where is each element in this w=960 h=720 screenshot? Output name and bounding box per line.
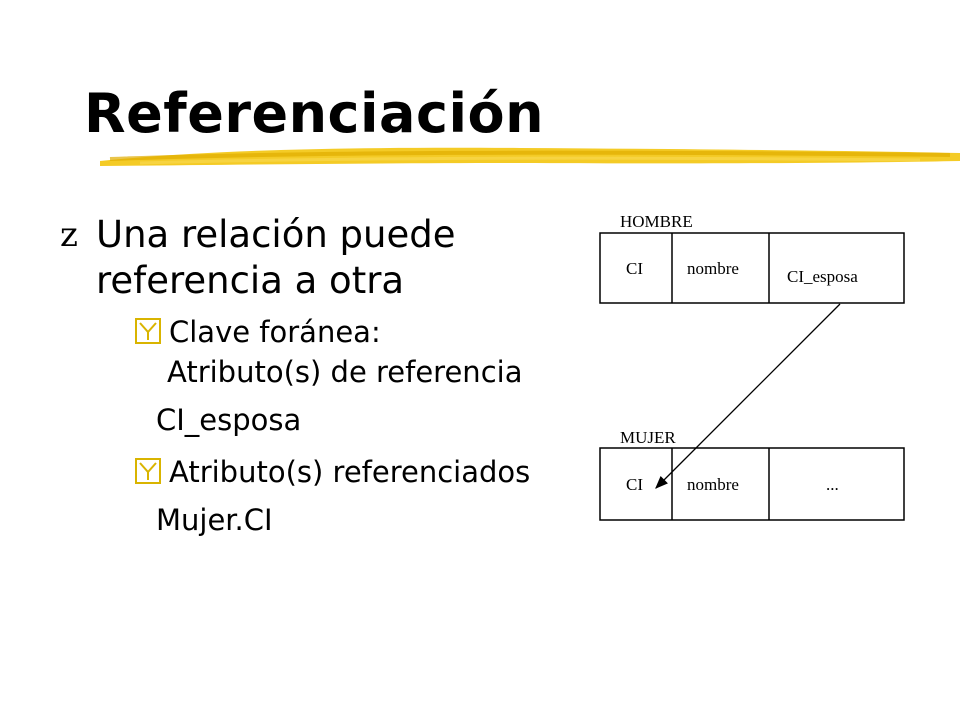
column-nombre: nombre — [687, 475, 739, 494]
column-ci: CI — [626, 475, 643, 494]
subbullet-text: Atributo(s) referenciados — [169, 455, 531, 489]
column-ellipsis: ... — [826, 475, 839, 494]
subbullet-foreign-key: Clave foránea: Atributo(s) de referencia — [135, 312, 540, 392]
table-hombre — [599, 232, 905, 304]
bullet-list: z Una relación puede referencia a otra C… — [60, 212, 540, 552]
checkbox-icon — [135, 458, 161, 484]
subbullet-referenced: Atributo(s) referenciados — [135, 452, 540, 492]
table-mujer — [599, 447, 905, 521]
table-name-hombre: HOMBRE — [620, 212, 693, 231]
checkbox-icon — [135, 318, 161, 344]
slide-title: Referenciación — [84, 82, 545, 145]
subbullet-text: Clave foránea: Atributo(s) de referencia — [167, 315, 523, 389]
column-ci: CI — [626, 259, 643, 278]
main-bullet: z Una relación puede referencia a otra — [60, 212, 540, 304]
subbullet-value: CI_esposa — [156, 403, 302, 437]
column-nombre: nombre — [687, 259, 739, 278]
subbullet-value: Mujer.CI — [156, 503, 273, 537]
reference-arrow — [655, 303, 841, 489]
bullet-z-icon: z — [60, 215, 78, 255]
column-ci-esposa: CI_esposa — [787, 267, 858, 286]
title-underline-brush — [100, 147, 960, 166]
table-name-mujer: MUJER — [620, 428, 676, 447]
main-bullet-text: Una relación puede referencia a otra — [96, 213, 456, 302]
reference-diagram: HOMBRE CI nombre CI_esposa MUJER CI nomb… — [599, 212, 905, 521]
